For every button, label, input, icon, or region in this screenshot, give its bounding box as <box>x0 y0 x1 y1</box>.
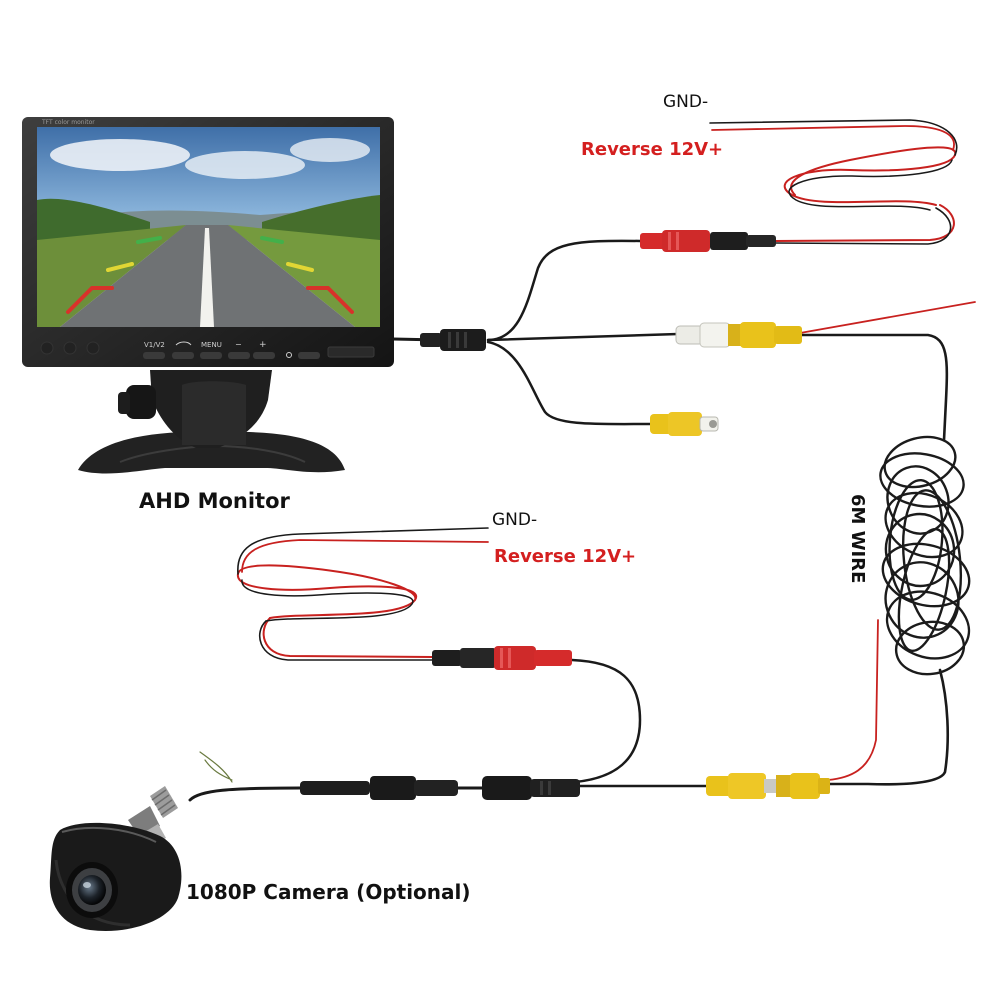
monitor-screen <box>37 127 380 327</box>
camera-power-plug <box>432 646 572 670</box>
connectors <box>300 230 830 800</box>
monitor-power-black-wire <box>774 207 952 245</box>
button-v1v2-label: V1/V2 <box>144 341 165 349</box>
monitor-controls: V1/V2 MENU − + <box>40 340 375 359</box>
camera-reverse-lead <box>241 539 489 573</box>
monitor-video-in-branch <box>486 332 680 342</box>
camera-caption: 1080P Camera (Optional) <box>186 880 471 904</box>
camera-power-black-wire <box>258 620 433 661</box>
monitor-reverse-label: Reverse 12V+ <box>581 139 724 160</box>
camera-gnd-label: GND- <box>492 510 538 530</box>
monitor-power-coil <box>783 146 957 206</box>
monitor-power-coil-black <box>788 159 953 211</box>
monitor-stand-knob <box>118 385 156 419</box>
monitor-video-out-rca <box>650 412 719 436</box>
monitor-video-in-rca <box>675 322 802 348</box>
camera-power-red-wire <box>262 617 433 658</box>
monitor-power-red-wire <box>774 204 955 242</box>
extension-trigger-wire-top <box>799 301 976 334</box>
button-plus-label: + <box>259 340 267 350</box>
button-mode-icon <box>175 341 192 346</box>
monitor-gnd-lead <box>709 119 958 156</box>
monitor-junction-connector <box>420 329 486 351</box>
extension-cable-top <box>798 333 949 442</box>
camera-ground-strands <box>199 751 233 783</box>
extension-cable-bottom <box>828 668 950 786</box>
camera-side-rca <box>706 773 830 799</box>
monitor-power-branch <box>486 239 642 342</box>
wire-length-label: 6M WIRE <box>847 494 868 584</box>
camera-power-coil-black <box>241 579 414 622</box>
button-minus-label: − <box>235 340 242 349</box>
monitor-bezel-text: TFT color monitor <box>41 119 95 126</box>
camera-reverse-label: Reverse 12V+ <box>494 546 637 567</box>
camera-inline-connector <box>300 776 458 800</box>
button-menu-label: MENU <box>201 341 222 349</box>
monitor-video-out-branch <box>486 340 652 426</box>
monitor-stand-base <box>78 431 345 474</box>
monitor-power-plug <box>640 230 776 252</box>
camera-junction-connector <box>482 776 580 800</box>
monitor-icon: TFT color monitor V1/V2 MENU − + <box>22 117 394 474</box>
camera-cable <box>188 786 372 802</box>
parking-guide-lines <box>66 236 354 314</box>
wires <box>188 119 976 802</box>
camera-power-coil <box>236 564 418 619</box>
camera-icon <box>49 786 182 931</box>
monitor-caption: AHD Monitor <box>139 489 290 513</box>
power-indicator-icon <box>286 352 292 358</box>
extension-trigger-wire-bottom <box>827 619 879 781</box>
camera-lens <box>66 862 118 918</box>
cable-coil-icon <box>879 435 971 676</box>
monitor-gnd-label: GND- <box>663 92 709 112</box>
camera-power-branch <box>570 658 642 784</box>
monitor-reverse-lead <box>711 125 955 151</box>
camera-gnd-lead <box>237 527 489 575</box>
